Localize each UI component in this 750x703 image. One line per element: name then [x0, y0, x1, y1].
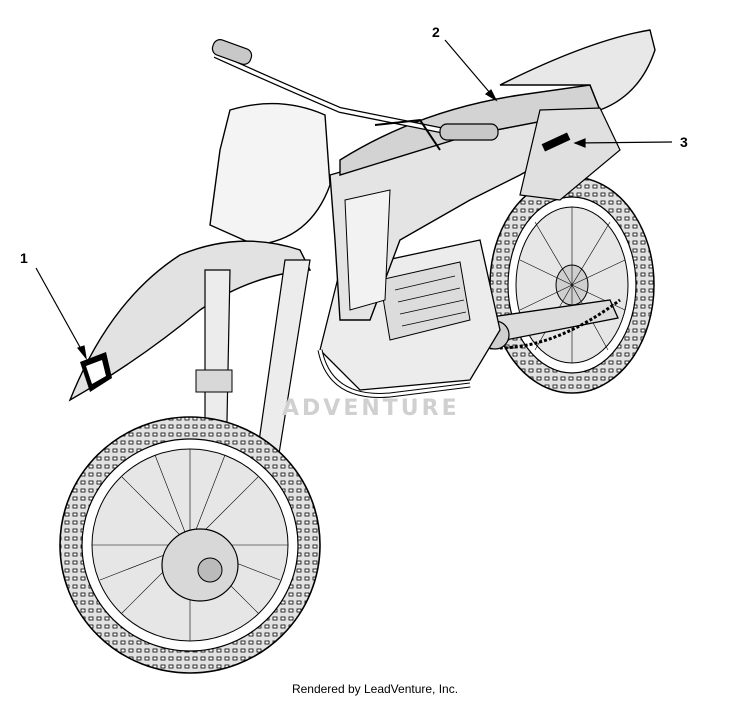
- front-fender: [68, 240, 312, 402]
- callout-2[interactable]: 2: [432, 24, 440, 40]
- rear-wheel: [489, 176, 655, 394]
- watermark-text: ADVENTURE: [282, 396, 460, 421]
- number-plate: [209, 102, 331, 246]
- render-credit: Rendered by LeadVenture, Inc.: [291, 682, 459, 696]
- callout-3[interactable]: 3: [680, 134, 688, 150]
- handlebar: [211, 39, 499, 151]
- fender-logo-decal: [80, 352, 112, 392]
- leader-lines: [35, 39, 673, 361]
- front-wheel: [59, 416, 321, 674]
- rear-fender: [499, 29, 656, 201]
- callout-1[interactable]: 1: [20, 250, 28, 266]
